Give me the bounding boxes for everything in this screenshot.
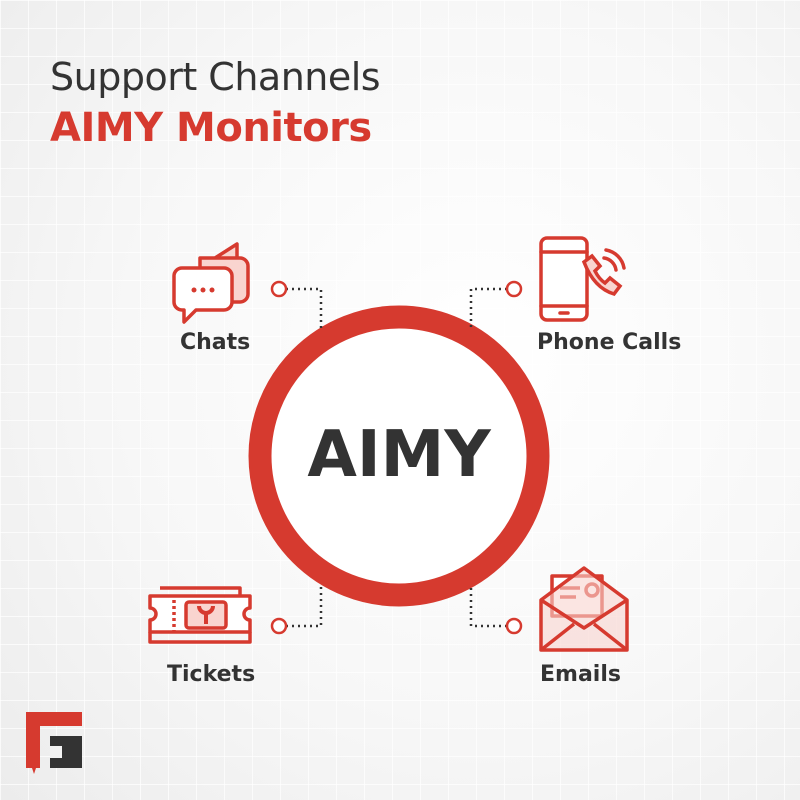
connector-dot-tickets	[270, 617, 288, 635]
brand-logo-icon	[26, 712, 82, 774]
title-line-2: AIMY Monitors	[50, 105, 372, 151]
center-label: AIMY	[307, 418, 491, 492]
aimy-ring	[248, 305, 550, 607]
channel-label-chats: Chats	[180, 330, 251, 355]
channel-label-emails: Emails	[540, 662, 621, 687]
phone-call-icon	[539, 236, 626, 322]
email-icon	[539, 566, 629, 652]
title-line-1: Support Channels	[50, 55, 381, 99]
connector-dot-emails	[505, 617, 523, 635]
channel-label-phone-calls: Phone Calls	[537, 330, 682, 355]
connector-dot-phone	[505, 280, 523, 298]
chat-bubbles-icon	[172, 242, 250, 324]
connector-dot-chats	[270, 280, 288, 298]
channel-label-tickets: Tickets	[167, 662, 256, 687]
connectors	[286, 287, 507, 628]
ticket-icon	[148, 586, 252, 644]
